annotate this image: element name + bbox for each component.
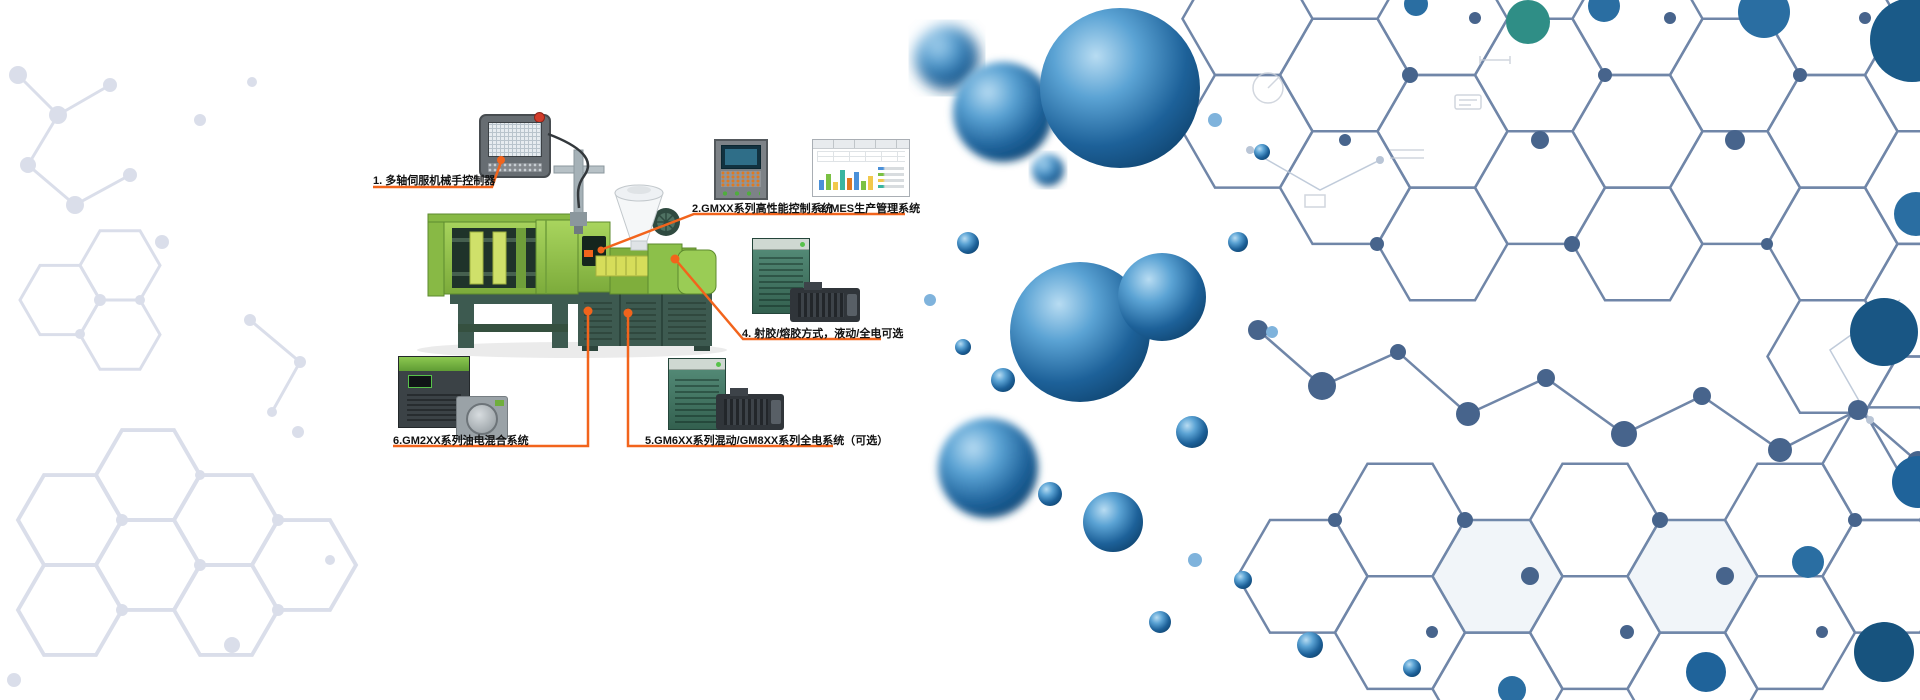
handheld-controller-body <box>479 112 551 178</box>
control-panel-body <box>714 139 768 200</box>
handheld-controller-image <box>479 112 551 178</box>
oil-electric-hybrid-image <box>398 356 510 440</box>
callout-label-2: 2.GMXX系列高性能控制系统 <box>692 203 833 215</box>
mes-bar-chart <box>819 166 873 190</box>
mes-table-grid <box>817 151 905 162</box>
servo-drive-motor-image <box>752 238 864 324</box>
servo-motor <box>790 282 860 322</box>
edge-circles <box>1404 0 1920 700</box>
control-panel-screen <box>721 145 761 169</box>
mes-screen-header <box>813 140 909 149</box>
callout-label-1: 1. 多轴伺服机械手控制器 <box>373 175 496 187</box>
molecule-spheres <box>915 8 1421 677</box>
callout-label-6: 6.GM2XX系列油电混合系统 <box>393 435 529 447</box>
hybrid-motor <box>716 388 784 430</box>
handheld-controller-keys <box>488 163 542 172</box>
control-panel-leds <box>722 191 760 196</box>
molecule-pattern-left <box>7 66 358 687</box>
mes-screen-image <box>812 139 910 197</box>
handheld-controller-screen <box>488 122 542 157</box>
callout-label-5: 5.GM6XX系列混动/GM8XX系列全电系统（可选） <box>645 435 889 447</box>
mes-chart-legend <box>878 167 904 191</box>
control-panel-image <box>714 139 768 200</box>
mes-screen-body <box>812 139 910 197</box>
callout-label-4: 4. 射胶/熔胶方式，液动/全电可选 <box>742 328 904 340</box>
tech-glyphs <box>1252 56 1511 208</box>
control-panel-keys <box>721 171 761 187</box>
molecule-pattern-right <box>915 0 1920 700</box>
callout-label-3: 3. MES生产管理系统 <box>818 203 921 215</box>
hybrid-system-image <box>668 358 786 436</box>
